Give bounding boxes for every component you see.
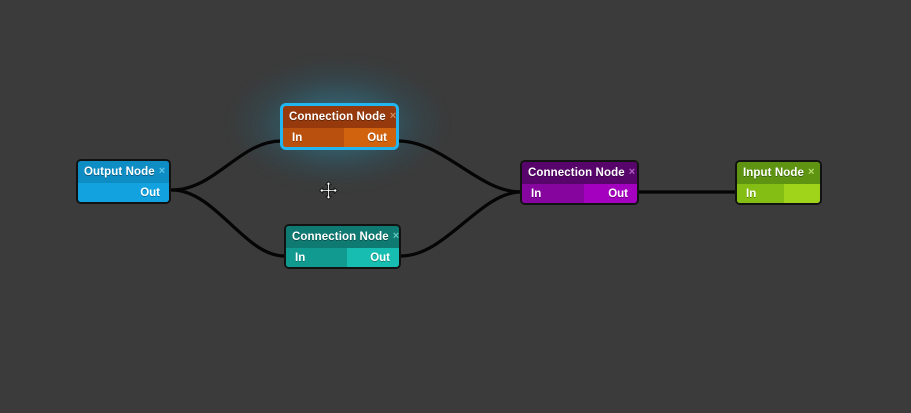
- node-port-label: Out: [140, 186, 160, 199]
- node-ports-row: In: [737, 184, 820, 203]
- node-port-out[interactable]: Out: [329, 248, 399, 267]
- node-ports-row: Out: [78, 183, 169, 202]
- node-close-icon[interactable]: ×: [808, 165, 815, 178]
- node-port-out[interactable]: Out: [78, 183, 169, 202]
- node-header[interactable]: Connection Node×: [283, 106, 396, 128]
- node-port-label: In: [746, 187, 757, 200]
- node-header[interactable]: Connection Node×: [522, 162, 637, 184]
- node-port-label: Out: [367, 131, 387, 144]
- node-port-out[interactable]: Out: [566, 184, 637, 203]
- node-ports-row: In Out: [286, 248, 399, 267]
- node-ports-row: In Out: [283, 128, 396, 147]
- node-close-icon[interactable]: ×: [158, 164, 166, 177]
- node-port-label: In: [295, 251, 306, 264]
- connection-edge[interactable]: [399, 190, 523, 258]
- node-close-icon[interactable]: ×: [389, 109, 397, 122]
- node-port-in[interactable]: In: [286, 248, 347, 267]
- node-port-in[interactable]: In: [737, 184, 784, 203]
- node-ports-row: In Out: [522, 184, 637, 203]
- node-title: Input Node: [743, 167, 805, 179]
- node-header[interactable]: Input Node×: [737, 162, 820, 184]
- connection-edge[interactable]: [170, 188, 286, 258]
- node-title: Connection Node: [292, 231, 389, 243]
- node-close-icon[interactable]: ×: [628, 165, 636, 178]
- graph-node-orange-connection-node[interactable]: Connection Node× In Out: [281, 104, 398, 149]
- node-title: Connection Node: [289, 111, 386, 123]
- node-port-label: Out: [370, 251, 390, 264]
- node-title: Connection Node: [528, 167, 625, 179]
- node-port-in[interactable]: In: [283, 128, 344, 147]
- node-header[interactable]: Output Node×: [78, 161, 169, 183]
- node-header[interactable]: Connection Node×: [286, 226, 399, 248]
- node-title: Output Node: [84, 166, 155, 178]
- move-cursor-icon: [319, 181, 338, 200]
- node-port-out[interactable]: Out: [326, 128, 396, 147]
- node-port-label: In: [292, 131, 303, 144]
- graph-node-purple-connection-node[interactable]: Connection Node× In Out: [520, 160, 639, 205]
- graph-node-input-node[interactable]: Input Node× In: [735, 160, 822, 205]
- node-port-label: In: [531, 187, 542, 200]
- graph-node-teal-connection-node[interactable]: Connection Node× In Out: [284, 224, 401, 269]
- node-port-in[interactable]: In: [522, 184, 584, 203]
- connection-edge[interactable]: [170, 139, 283, 192]
- node-port-label: Out: [608, 187, 628, 200]
- node-close-icon[interactable]: ×: [392, 229, 400, 242]
- connection-edge[interactable]: [396, 139, 523, 194]
- graph-node-output-node[interactable]: Output Node× Out: [76, 159, 171, 204]
